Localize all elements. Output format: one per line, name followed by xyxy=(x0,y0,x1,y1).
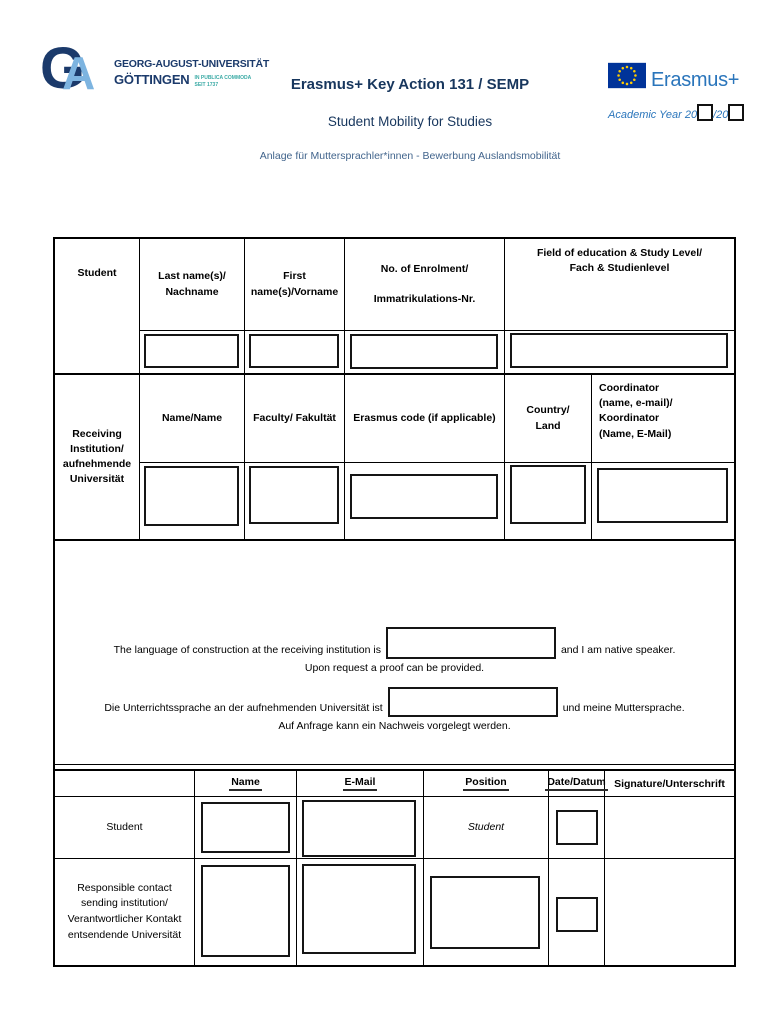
sending-position-input[interactable] xyxy=(430,876,540,949)
university-name-line2: GÖTTINGEN xyxy=(114,72,190,87)
receiving-institution-section: Receiving Institution/ aufnehmende Unive… xyxy=(55,373,734,539)
monogram-letter-g: G xyxy=(40,36,86,101)
student-email-input[interactable] xyxy=(302,800,416,857)
header-first-name: First name(s)/Vorname xyxy=(245,239,345,331)
page-subtitle: Student Mobility for Studies xyxy=(327,114,493,129)
signature-header-name: Name xyxy=(195,771,297,797)
student-email-cell xyxy=(297,797,424,859)
signature-header-email: E-Mail xyxy=(297,771,424,797)
student-section-label: Student xyxy=(55,239,140,373)
university-tagline: IN PUBLICA COMMODA SEIT 1737 xyxy=(194,75,251,88)
first-name-input[interactable] xyxy=(249,334,339,368)
signature-header-date: Date/Datum xyxy=(545,771,608,797)
language-statement-german: Die Unterrichtssprache an der aufnehmend… xyxy=(104,687,685,717)
header-last-name: Last name(s)/ Nachname xyxy=(140,239,245,331)
sending-email-input[interactable] xyxy=(302,864,416,954)
university-name-line1: GEORG-AUGUST-UNIVERSITÄT xyxy=(114,58,270,70)
academic-year-line: Academic Year 20/20 xyxy=(608,104,763,121)
student-date-cell xyxy=(549,797,605,859)
student-name-input[interactable] xyxy=(201,802,290,853)
university-monogram-icon: G A xyxy=(40,40,112,108)
erasmus-code-input[interactable] xyxy=(350,474,498,519)
coordinator-input[interactable] xyxy=(597,468,728,523)
sending-email-cell xyxy=(297,859,424,965)
institution-name-input[interactable] xyxy=(144,466,239,526)
sending-date-cell xyxy=(549,859,605,965)
enrolment-number-input[interactable] xyxy=(350,334,498,369)
academic-year-prefix: Academic Year 20 xyxy=(608,109,698,121)
last-name-input[interactable] xyxy=(144,334,239,368)
sending-signature-cell[interactable] xyxy=(605,859,734,965)
student-position-value: Student xyxy=(424,797,549,859)
language-statement-english: The language of construction at the rece… xyxy=(113,627,676,659)
signature-row-student-label: Student xyxy=(55,797,195,859)
signature-row-sending-label: Responsible contact sending institution/… xyxy=(55,859,195,965)
sending-name-cell xyxy=(195,859,297,965)
receiving-section-label: Receiving Institution/ aufnehmende Unive… xyxy=(55,375,140,539)
academic-year-checkbox-end[interactable] xyxy=(728,104,745,121)
language-input-german[interactable] xyxy=(387,687,558,717)
header-erasmus-code: Erasmus code (if applicable) xyxy=(345,375,505,463)
english-before-text: The language of construction at the rece… xyxy=(113,644,381,656)
signature-section: Name E-Mail Position Date/Datum Signatur… xyxy=(55,769,734,965)
field-of-education-input[interactable] xyxy=(510,333,728,368)
erasmus-wordmark: Erasmus+ xyxy=(651,69,740,91)
sending-date-input[interactable] xyxy=(555,896,598,932)
header-faculty: Faculty/ Fakultät xyxy=(245,375,345,463)
header-enrolment: No. of Enrolment/ Immatrikulations-Nr. xyxy=(345,239,505,331)
university-tagline-line2: SEIT 1737 xyxy=(194,81,219,88)
country-input[interactable] xyxy=(510,465,586,524)
header-field-of-education: Field of education & Study Level/ Fach &… xyxy=(505,239,734,331)
monogram-letter-a: A xyxy=(62,47,96,99)
header-country: Country/ Land xyxy=(505,375,592,463)
header-institution-name: Name/Name xyxy=(140,375,245,463)
german-proof-text: Auf Anfrage kann ein Nachweis vorgelegt … xyxy=(278,720,511,732)
faculty-input[interactable] xyxy=(249,466,339,524)
student-date-input[interactable] xyxy=(555,810,598,845)
title-block: Erasmus+ Key Action 131 / SEMP Student M… xyxy=(240,76,580,162)
signature-header-position: Position xyxy=(424,771,549,797)
signature-header-signature: Signature/Unterschrift xyxy=(605,771,734,797)
english-proof-text: Upon request a proof can be provided. xyxy=(304,662,485,674)
german-after-text: und meine Muttersprache. xyxy=(562,702,685,714)
language-statement-section: The language of construction at the rece… xyxy=(55,539,734,765)
student-name-cell xyxy=(195,797,297,859)
sending-position-cell xyxy=(424,859,549,965)
german-before-text: Die Unterrichtssprache an der aufnehmend… xyxy=(104,702,383,714)
language-input-english[interactable] xyxy=(385,627,556,659)
university-name: GEORG-AUGUST-UNIVERSITÄT GÖTTINGEN IN PU… xyxy=(114,46,269,88)
university-logo: G A GEORG-AUGUST-UNIVERSITÄT GÖTTINGEN I… xyxy=(40,40,269,108)
form-annotation: Anlage für Muttersprachler*innen - Bewer… xyxy=(259,150,561,162)
eu-flag-icon xyxy=(608,62,646,89)
erasmus-logo-block: Erasmus+ Academic Year 20/20 xyxy=(608,60,763,121)
student-section: Student Last name(s)/ Nachname First nam… xyxy=(55,239,734,373)
application-form-table: Student Last name(s)/ Nachname First nam… xyxy=(53,237,736,967)
academic-year-checkbox-start[interactable] xyxy=(697,104,714,121)
sending-name-input[interactable] xyxy=(201,865,290,957)
university-tagline-line1: IN PUBLICA COMMODA xyxy=(194,75,252,81)
header-coordinator: Coordinator (name, e-mail)/ Koordinator … xyxy=(592,375,734,463)
student-signature-cell[interactable] xyxy=(605,797,734,859)
page-title: Erasmus+ Key Action 131 / SEMP xyxy=(290,76,530,93)
signature-header-empty xyxy=(55,771,195,797)
english-after-text: and I am native speaker. xyxy=(560,644,676,656)
academic-year-separator: /20 xyxy=(713,109,729,121)
